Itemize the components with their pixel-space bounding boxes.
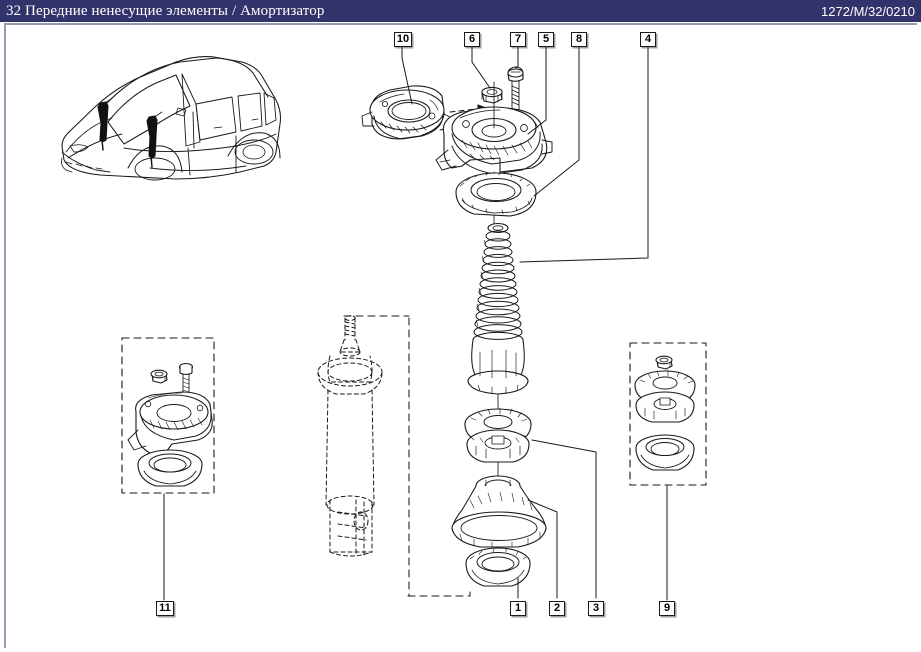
callout-4[interactable]: 4 — [640, 32, 656, 47]
page-title: 32 Передние ненесущие элементы / Амортиз… — [6, 3, 325, 19]
callout-6[interactable]: 6 — [464, 32, 480, 47]
callout-2[interactable]: 2 — [549, 601, 565, 616]
callout-7[interactable]: 7 — [510, 32, 526, 47]
callout-9[interactable]: 9 — [659, 601, 675, 616]
callout-3[interactable]: 3 — [588, 601, 604, 616]
document-code: 1272/M/32/0210 — [821, 4, 915, 19]
header-bar: 32 Передние ненесущие элементы / Амортиз… — [0, 0, 921, 22]
callout-1[interactable]: 1 — [510, 601, 526, 616]
callout-10[interactable]: 10 — [394, 32, 412, 47]
callout-8[interactable]: 8 — [571, 32, 587, 47]
callout-11[interactable]: 11 — [156, 601, 174, 616]
callout-5[interactable]: 5 — [538, 32, 554, 47]
content-frame — [4, 23, 917, 648]
